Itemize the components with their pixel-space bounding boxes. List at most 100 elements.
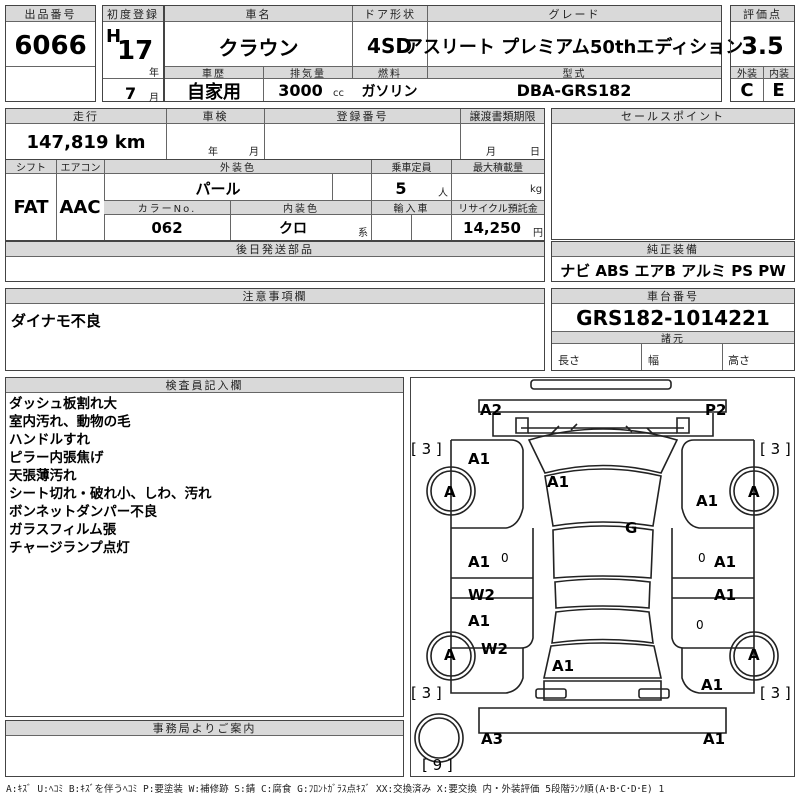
door-label: ドア形状: [352, 6, 427, 22]
sales-point-label: セールスポイント: [552, 109, 794, 124]
legend: A:ｷｽﾞ U:ﾍｺﾐ B:ｷｽﾞを伴うﾍｺﾐ P:要塗装 W:補修跡 S:錆 …: [6, 784, 665, 795]
note-item: チャージランプ点灯: [9, 540, 130, 556]
height-label: 高さ: [728, 354, 750, 367]
front-fender-right: A1: [696, 492, 719, 510]
mark-right: 0: [698, 551, 706, 565]
mark-left: 0: [501, 551, 509, 565]
aircon: AAC: [59, 196, 101, 218]
caution-text: ダイナモ不良: [11, 312, 101, 330]
wheel-rear-right: A: [748, 646, 760, 664]
color-no: 062: [151, 219, 183, 237]
score: 3.5: [741, 32, 784, 60]
exterior-grade: C: [740, 80, 754, 101]
year-unit: 年: [149, 68, 159, 79]
mileage-label: 走行: [6, 109, 166, 124]
office-box: 事務局よりご案内: [5, 720, 404, 777]
int-color: クロ: [279, 221, 307, 237]
inspection-label: 車検: [166, 109, 264, 124]
import-label: 輸入車: [371, 201, 451, 215]
car-name: クラウン: [218, 35, 299, 60]
wheel-rear-left: A: [444, 646, 456, 664]
length-label: 長さ: [558, 354, 580, 367]
shift-label: シフト: [6, 160, 56, 174]
tire-front-left: [ 3 ]: [411, 440, 442, 458]
bumper-front-right: P2: [705, 401, 727, 419]
max-load-unit: kg: [530, 184, 543, 195]
lot-box: 出品番号 6066: [5, 5, 96, 102]
model-label: 型式: [427, 67, 721, 80]
history: 自家用: [187, 81, 241, 103]
displacement-label: 排気量: [263, 67, 352, 80]
fuel-label: 燃料: [352, 67, 427, 80]
grade-label: グレード: [427, 6, 721, 22]
recycle-label: リサイクル預託金: [451, 201, 544, 215]
width-label: 幅: [648, 354, 659, 367]
score-label: 評価点: [731, 6, 794, 22]
era: H: [106, 26, 122, 47]
office-label: 事務局よりご案内: [6, 721, 403, 736]
sill-left: W2: [468, 586, 495, 604]
mileage-row: 走行 車検 登録番号 譲渡書類期限 147,819 km 年 月 月 日: [5, 108, 545, 160]
wheel-front-left: A: [444, 483, 456, 501]
interior-label: 内装: [763, 67, 794, 80]
trunk: A1: [552, 657, 575, 675]
grade: アスリート プレミアム50thエディション: [404, 37, 744, 58]
month-unit: 月: [149, 93, 159, 104]
damage-diagram: A2 P2 [ 3 ] [ 3 ] [ 3 ] [ 3 ] [ 9 ] A A …: [410, 377, 795, 777]
lot-no-label: 出品番号: [6, 6, 95, 22]
recycle-unit: 円: [533, 228, 543, 239]
door-rear-left: A1: [468, 612, 491, 630]
note-item: ガラスフィルム張: [9, 522, 117, 538]
note-item: ハンドルすれ: [9, 432, 90, 448]
chassis-box: 車台番号 GRS182-1014221 諸元 長さ 幅 高さ: [551, 288, 795, 371]
ext-color-label: 外装色: [104, 160, 371, 174]
int-color-unit: 系: [358, 228, 368, 239]
rear-fender-left: W2: [481, 640, 508, 658]
dims-label: 諸元: [552, 331, 794, 345]
windshield: G: [625, 519, 638, 537]
chassis-number: GRS182-1014221: [576, 306, 770, 330]
capacity-label: 乗車定員: [371, 160, 451, 174]
note-item: ダッシュ板割れ大: [9, 396, 117, 412]
spare-tire: [ 9 ]: [422, 756, 453, 774]
deferred-box: 後日発送部品: [5, 241, 545, 282]
recycle-fee: 14,250: [463, 219, 521, 237]
rear-bumper-left: A3: [481, 730, 504, 748]
door-rear-right: A1: [714, 586, 737, 604]
shift: FAT: [13, 196, 49, 218]
bumper-front-left: A2: [480, 401, 503, 419]
exterior-label: 外装: [731, 67, 763, 80]
transfer-label: 譲渡書類期限: [460, 109, 544, 124]
interior-grade: E: [772, 80, 785, 101]
car-outline: [414, 379, 779, 763]
main-info-box: 車名 ドア形状 グレード クラウン 4SD アスリート プレミアム50thエディ…: [164, 5, 744, 103]
caution-box: 注意事項欄 ダイナモ不良: [5, 288, 545, 371]
aircon-label: エアコン: [56, 160, 104, 174]
first-reg-label: 初度登録: [103, 6, 163, 22]
hood: A1: [547, 473, 570, 491]
displacement: 3000: [278, 81, 323, 100]
int-color-label: 内装色: [230, 201, 371, 215]
mileage: 147,819 km: [26, 131, 146, 153]
lot-no: 6066: [14, 31, 87, 61]
displacement-unit: cc: [333, 88, 344, 99]
rear-fender-right: A1: [701, 676, 724, 694]
tire-rear-left: [ 3 ]: [411, 684, 442, 702]
spec-row: シフト エアコン 外装色 乗車定員 最大積載量 FAT AAC パール 5 人 …: [5, 159, 545, 241]
note-item: シート切れ・破れ小、しわ、汚れ: [9, 486, 212, 502]
door-front-right: A1: [714, 553, 737, 571]
inspector-box: 検査員記入欄 ダッシュ板割れ大 室内汚れ、動物の毛 ハンドルすれ ピラー内張焦げ…: [5, 377, 404, 717]
deferred-label: 後日発送部品: [6, 242, 544, 257]
transfer-day-unit: 日: [530, 147, 540, 158]
color-no-label: カラーNo.: [104, 201, 230, 215]
tire-front-right: [ 3 ]: [760, 440, 791, 458]
max-load-label: 最大積載量: [451, 160, 544, 174]
chassis-label: 車台番号: [552, 289, 794, 304]
model-code: DBA-GRS182: [516, 81, 632, 100]
ext-color: パール: [195, 179, 241, 198]
reg-no-label: 登録番号: [264, 109, 460, 124]
equipment-label: 純正装備: [552, 242, 794, 257]
front-fender-left: A1: [468, 450, 491, 468]
inspector-label: 検査員記入欄: [6, 378, 403, 393]
first-reg-box: 初度登録 H 17 年 7 月: [102, 5, 164, 104]
